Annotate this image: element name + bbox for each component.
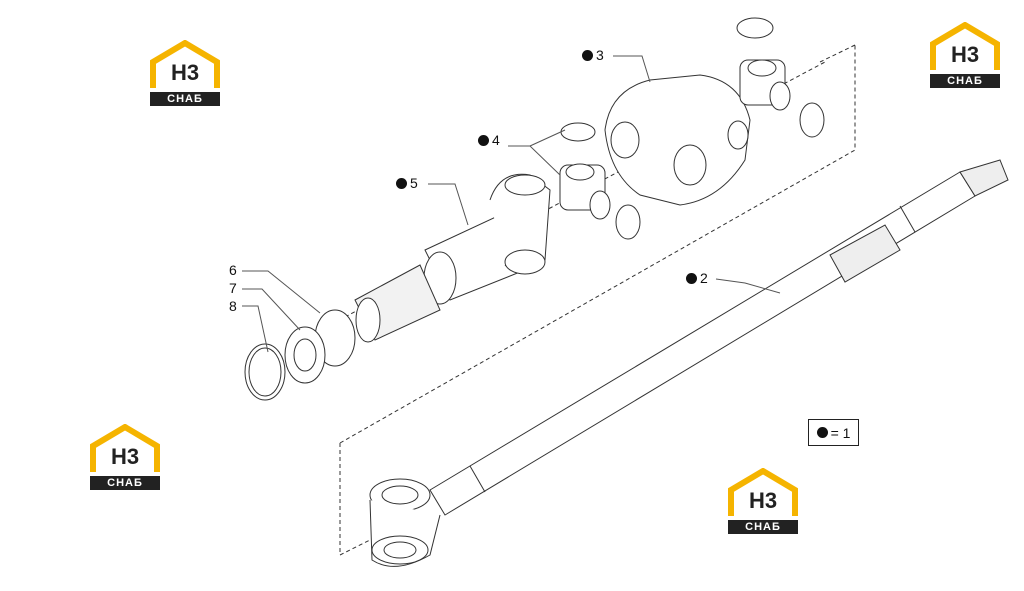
callout-label: 6 bbox=[229, 262, 237, 278]
key-dot bbox=[686, 273, 697, 284]
callout-2: 2 bbox=[686, 270, 708, 286]
watermark-logo: H3 СНАБ bbox=[150, 40, 220, 106]
callout-3: 3 bbox=[582, 47, 604, 63]
house-icon bbox=[930, 22, 1000, 70]
washers bbox=[244, 309, 356, 401]
callout-label: 4 bbox=[492, 132, 500, 148]
callout-label: 5 bbox=[410, 175, 418, 191]
axle-shaft bbox=[429, 159, 1009, 516]
logo-word: СНАБ bbox=[150, 92, 220, 106]
callout-label: 7 bbox=[229, 280, 237, 296]
center-housing bbox=[604, 74, 751, 206]
house-icon bbox=[150, 40, 220, 88]
legend-text: = 1 bbox=[830, 424, 851, 441]
assembly-boundary bbox=[339, 44, 856, 556]
callout-label: 8 bbox=[229, 298, 237, 314]
callout-label: 3 bbox=[596, 47, 604, 63]
house-icon bbox=[728, 468, 798, 516]
upper-cross bbox=[736, 17, 825, 138]
logo-mark: H3 bbox=[170, 60, 200, 85]
leader-lines bbox=[242, 55, 781, 353]
key-dot bbox=[478, 135, 489, 146]
stub-shaft bbox=[354, 173, 551, 343]
key-dot bbox=[582, 50, 593, 61]
legend-box: = 1 bbox=[808, 419, 859, 446]
watermark-logo: H3 СНАБ bbox=[930, 22, 1000, 88]
callout-8: 8 bbox=[229, 298, 237, 314]
watermark-logo: H3 СНАБ bbox=[90, 424, 160, 490]
callout-label: 2 bbox=[700, 270, 708, 286]
callout-4: 4 bbox=[478, 132, 500, 148]
logo-word: СНАБ bbox=[90, 476, 160, 490]
logo-mark: H3 bbox=[950, 42, 980, 67]
lower-yoke bbox=[369, 478, 441, 567]
logo-mark: H3 bbox=[110, 444, 140, 469]
logo-word: СНАБ bbox=[728, 520, 798, 534]
logo-mark: H3 bbox=[748, 488, 778, 513]
logo-word: СНАБ bbox=[930, 74, 1000, 88]
callout-7: 7 bbox=[229, 280, 237, 296]
key-dot bbox=[396, 178, 407, 189]
house-icon bbox=[90, 424, 160, 472]
key-dot bbox=[816, 427, 828, 438]
callout-6: 6 bbox=[229, 262, 237, 278]
middle-cross bbox=[559, 122, 641, 240]
callout-5: 5 bbox=[396, 175, 418, 191]
watermark-logo: H3 СНАБ bbox=[728, 468, 798, 534]
